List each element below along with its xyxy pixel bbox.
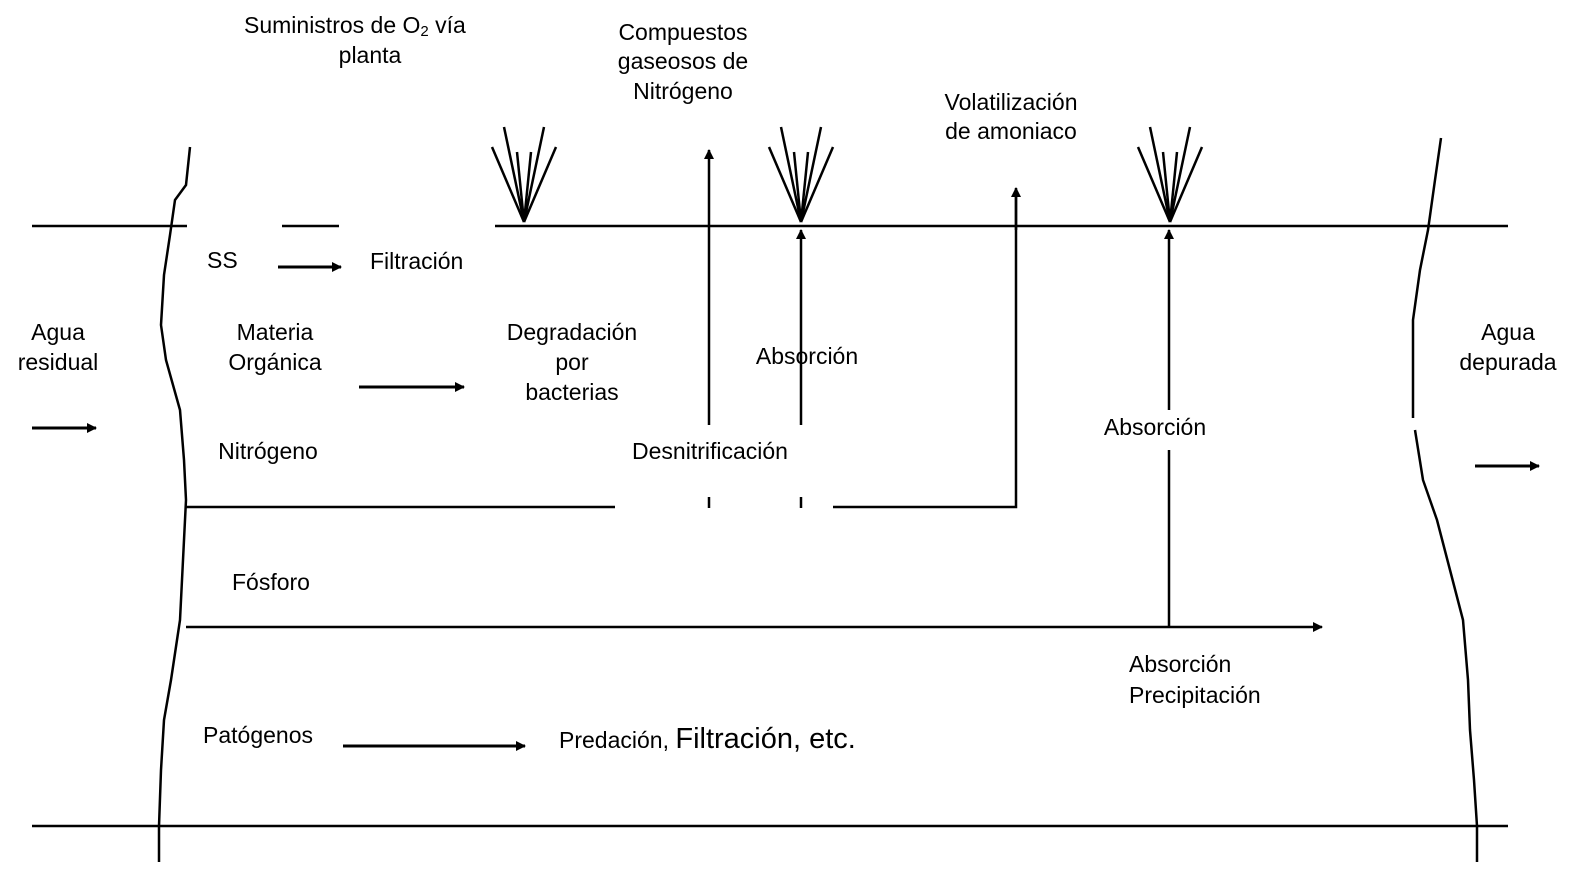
inlet-boundary bbox=[157, 146, 192, 862]
plant-absorption-label: Absorción bbox=[756, 343, 858, 369]
predation-label: Predación, Filtración, etc. bbox=[559, 723, 856, 755]
bacterial-degradation-label-3: bacterias bbox=[525, 379, 618, 405]
o2-supply-label: Suministros de O2 vía bbox=[244, 12, 466, 40]
treated-water-label-1: Agua bbox=[1481, 319, 1535, 345]
ammonia-volatilization-label-1: Volatilización bbox=[945, 89, 1078, 115]
o2-supply-label-line2: planta bbox=[339, 42, 402, 68]
outlet-boundary bbox=[1411, 137, 1443, 418]
plant-icon bbox=[767, 126, 835, 223]
pathogens-label: Patógenos bbox=[203, 722, 313, 748]
plant-icon bbox=[490, 126, 558, 223]
gaseous-nitrogen-label-3: Nitrógeno bbox=[633, 78, 733, 104]
organic-matter-label-1: Materia bbox=[237, 319, 314, 345]
organic-matter-label-2: Orgánica bbox=[228, 349, 322, 375]
nitrogen-to-volatilization-line bbox=[833, 190, 1018, 509]
absorption-right-label: Absorción bbox=[1104, 414, 1206, 440]
ammonia-volatilization-label-2: de amoniaco bbox=[945, 118, 1077, 144]
gaseous-nitrogen-label-1: Compuestos bbox=[618, 19, 747, 45]
nitrogen-label: Nitrógeno bbox=[218, 438, 318, 464]
treated-water-label-2: depurada bbox=[1459, 349, 1556, 375]
wastewater-in-label-2: residual bbox=[18, 349, 99, 375]
phosphorus-label: Fósforo bbox=[232, 569, 310, 595]
filtration-label: Filtración bbox=[370, 248, 463, 274]
bacterial-degradation-label-2: por bbox=[555, 349, 589, 375]
denitrification-label: Desnitrificación bbox=[632, 438, 788, 464]
absorption-precipitation-label-1: Absorción bbox=[1129, 651, 1231, 677]
outlet-boundary-lower bbox=[1413, 429, 1479, 862]
wastewater-in-label-1: Agua bbox=[31, 319, 85, 345]
absorption-precipitation-label-2: Precipitación bbox=[1129, 682, 1261, 708]
gaseous-nitrogen-label-2: gaseosos de bbox=[618, 48, 748, 74]
plant-icon bbox=[1136, 126, 1204, 223]
ss-label: SS bbox=[207, 247, 238, 273]
bacterial-degradation-label-1: Degradación bbox=[507, 319, 637, 345]
